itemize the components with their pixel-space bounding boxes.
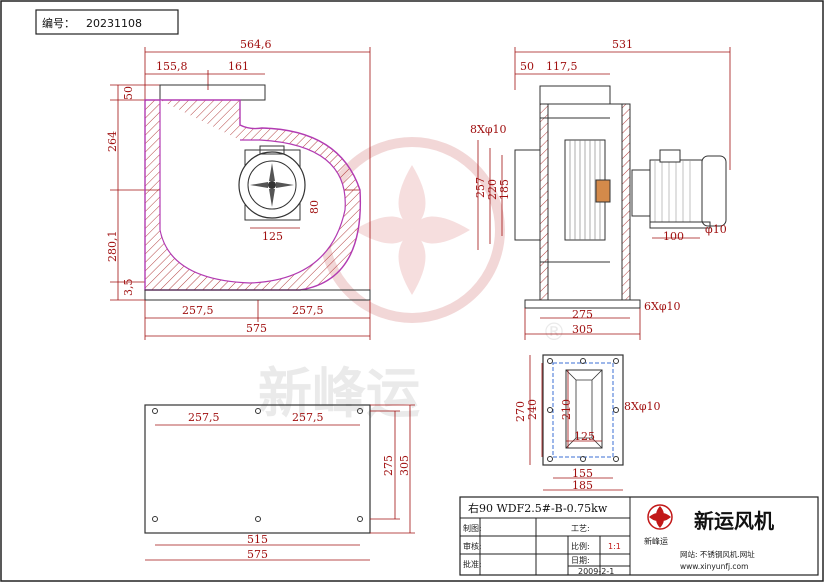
dim-flange-holes: 8Xφ10 xyxy=(624,400,661,413)
website-line2: www.xinyunfj.com xyxy=(680,562,748,571)
dim-base-inner: 275 xyxy=(572,308,593,321)
dim-plan-depth-outer: 305 xyxy=(398,455,411,476)
dim-lower-height: 280,1 xyxy=(106,231,119,263)
label-approved: 批准: xyxy=(463,559,482,569)
drawing-number-value: 20231108 xyxy=(86,17,142,30)
dim-plan-right: 257,5 xyxy=(292,411,324,424)
dim-flange-inner-w: 125 xyxy=(574,430,595,443)
label-ratio: 比例: xyxy=(571,541,590,551)
dim-outlet-offset: 155,8 xyxy=(156,60,188,73)
impeller-hub xyxy=(238,145,306,221)
dim-motor-hole: φ10 xyxy=(705,223,727,236)
dim-plan-overall: 575 xyxy=(247,548,268,561)
drawing-number-label: 编号： xyxy=(42,16,75,30)
impeller-side xyxy=(564,139,611,241)
title-block: 右90 WDF2.5#-B-0.75kw 制图: 审核: 批准: 工艺: 比例:… xyxy=(459,496,819,576)
dim-flange-height: 50 xyxy=(122,86,135,100)
side-view: 531 50 117,5 8Xφ10 257 xyxy=(470,38,731,340)
label-date: 日期: xyxy=(571,556,590,565)
ratio-value: 1:1 xyxy=(608,542,621,551)
dim-overall-width: 564,6 xyxy=(240,38,272,51)
dim-half-left: 257,5 xyxy=(182,304,214,317)
dim-flange-outer-w: 185 xyxy=(572,479,593,492)
dim-base-width: 575 xyxy=(246,322,267,335)
dim-plan-left: 257,5 xyxy=(188,411,220,424)
dim-base-outer: 305 xyxy=(572,323,593,336)
drawing-number-box: 编号： 20231108 xyxy=(35,9,179,35)
model-name: 右90 WDF2.5#-B-0.75kw xyxy=(468,501,608,515)
label-craft: 工艺: xyxy=(571,524,590,533)
dim-motor-base: 100 xyxy=(663,230,684,243)
label-checked: 审核: xyxy=(463,541,482,551)
base-plan: 257,5 257,5 275 305 515 575 xyxy=(144,404,415,561)
dim-flange-mid-w: 155 xyxy=(572,467,593,480)
dim-hub-dia: 80 xyxy=(308,200,321,214)
dim-h1: 257 xyxy=(474,177,487,198)
dim-base-holes: 6Xφ10 xyxy=(644,300,681,313)
dim-flange: 50 xyxy=(520,60,534,73)
dim-plan-hole-span: 515 xyxy=(247,533,268,546)
dim-half-right: 257,5 xyxy=(292,304,324,317)
company-name: 新运风机 xyxy=(694,509,774,533)
dim-h3: 185 xyxy=(498,179,511,200)
date-value: 2009-2-1 xyxy=(578,567,614,576)
company-logo: 新峰运 xyxy=(644,504,673,546)
logo-text: 新峰运 xyxy=(644,536,668,546)
watermark: 新峰运 ® xyxy=(258,137,566,425)
dim-h2: 220 xyxy=(486,179,499,200)
dim-outlet-width: 161 xyxy=(228,60,249,73)
dim-overall-length: 531 xyxy=(612,38,633,51)
dim-hub-base: 125 xyxy=(262,230,283,243)
dim-bolt-holes: 8Xφ10 xyxy=(470,123,507,136)
dim-plan-depth-inner: 275 xyxy=(382,455,395,476)
dim-upper-height: 264 xyxy=(106,131,119,152)
front-view: 564,6 155,8 161 50 264 280,1 3,5 xyxy=(106,38,371,340)
watermark-brand: 新峰运 xyxy=(258,362,420,425)
dim-outlet-depth: 117,5 xyxy=(546,60,578,73)
dim-flange-mid-h: 240 xyxy=(526,399,539,420)
label-drawn: 制图: xyxy=(463,523,482,533)
dim-base-thickness: 3,5 xyxy=(122,279,135,297)
website-line1: 网站: 不锈钢风机.网址 xyxy=(680,549,755,559)
watermark-registered: ® xyxy=(542,318,566,346)
dim-flange-outer-h: 270 xyxy=(514,401,527,422)
flange-view: 270 240 210 8Xφ10 125 155 185 xyxy=(514,354,661,492)
dim-flange-inner-h: 210 xyxy=(560,399,573,420)
motor xyxy=(631,149,727,229)
